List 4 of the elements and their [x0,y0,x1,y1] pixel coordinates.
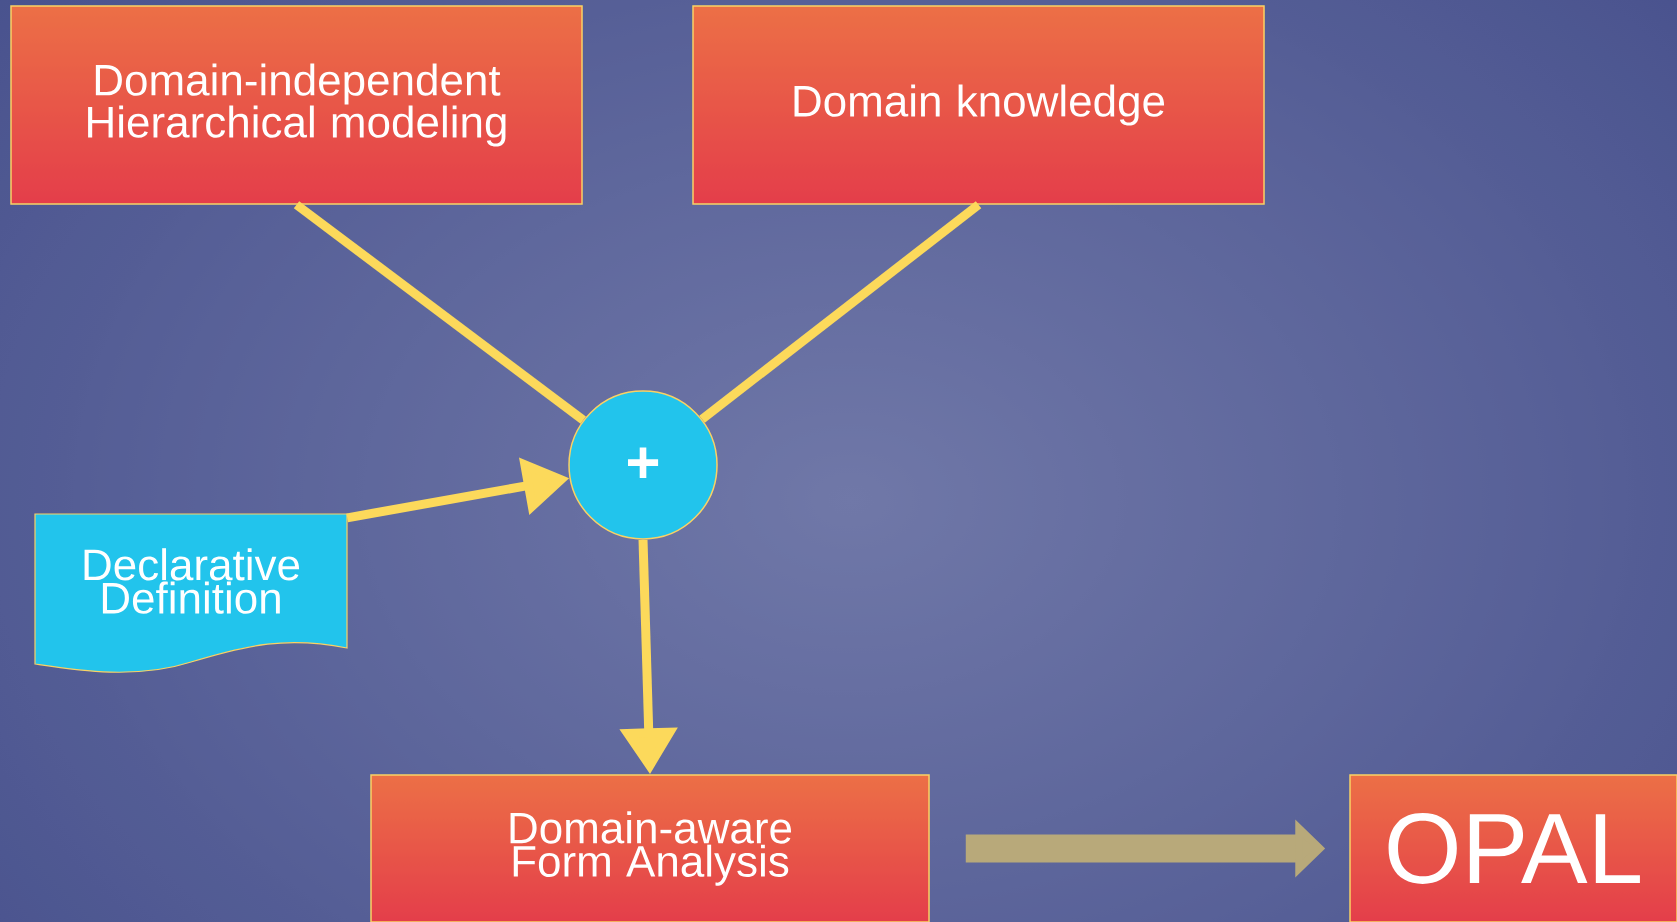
process-box: OPAL [1349,774,1677,922]
process-box: Domain knowledge [692,5,1265,205]
process-box: Domain-independent Hierarchical modeling [10,5,583,205]
process-box: Domain-aware Form Analysis [370,774,930,922]
